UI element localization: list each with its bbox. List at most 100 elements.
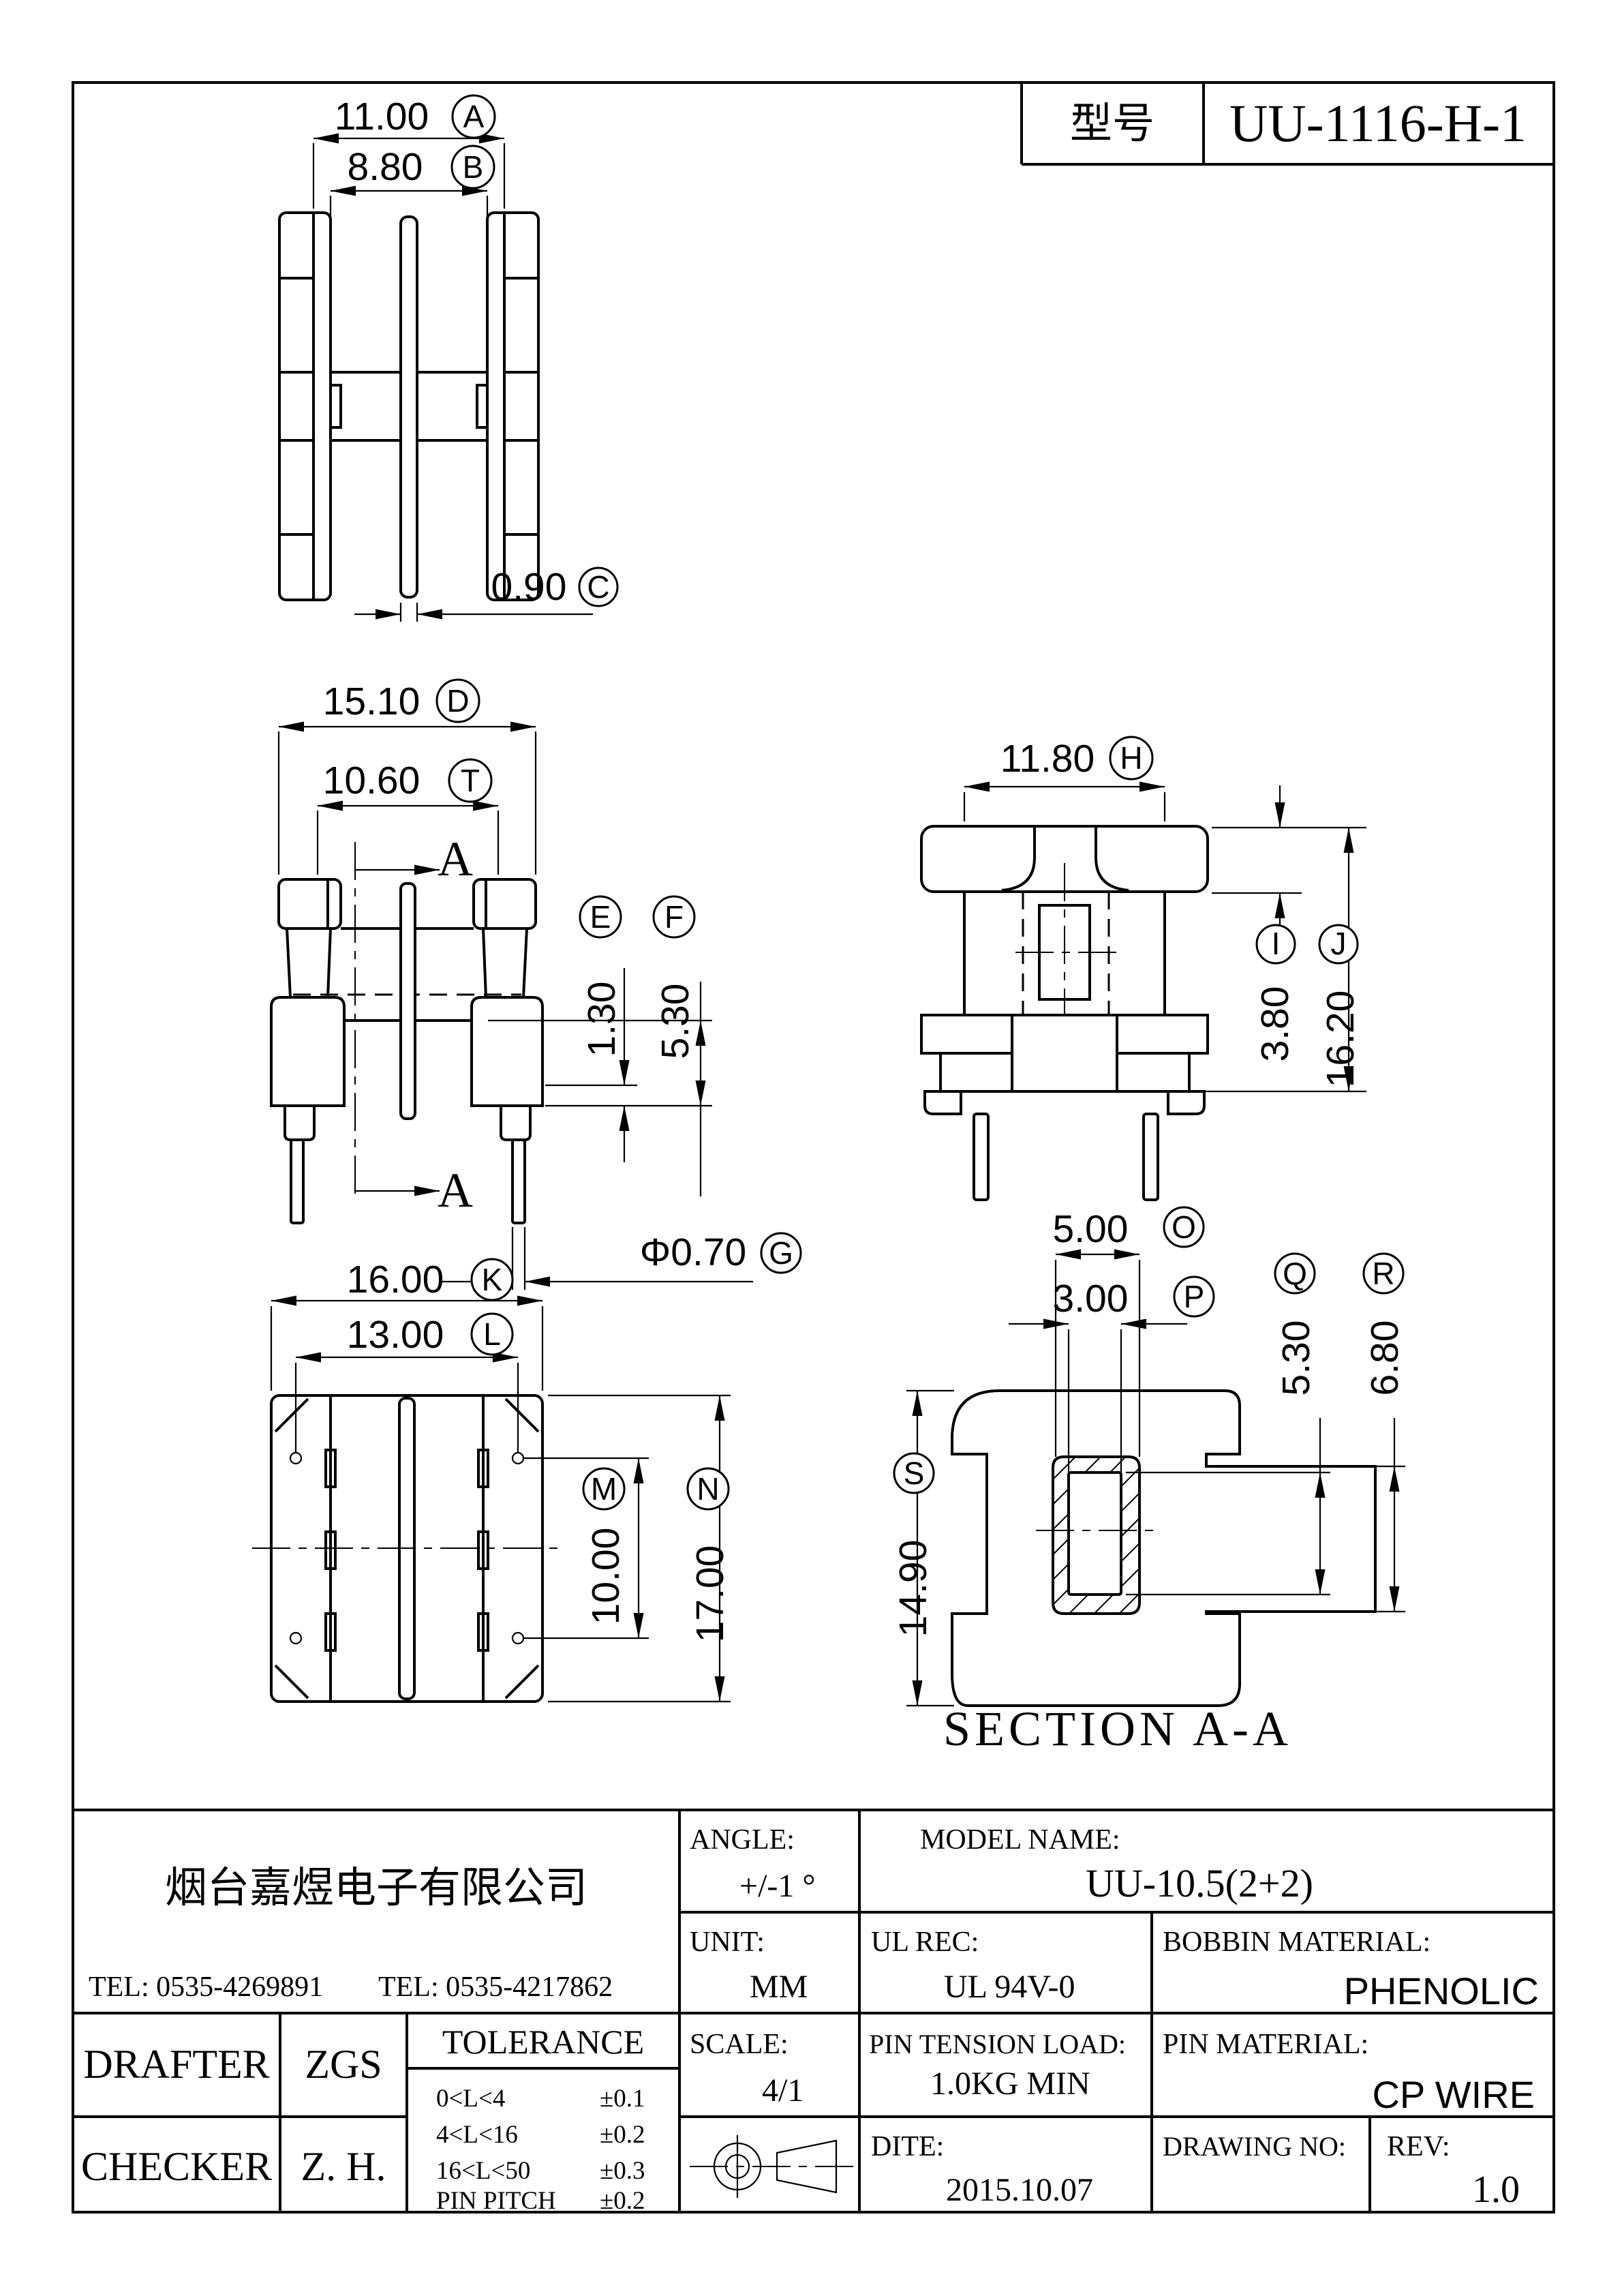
section-view: 5.00 O 3.00 P Q 5.30 R 6.80 S 14.9 [891, 1206, 1407, 1756]
tolerance-range-1: 0<L<4 [436, 2085, 505, 2113]
info-table-grid [73, 1809, 1554, 2212]
side-view-dimensions: 11.80 H I J 3.80 16.20 [963, 736, 1366, 1093]
angle-value: +/-1 ° [739, 1868, 816, 1904]
dim-a-value: 11.00 [335, 95, 429, 138]
dim-q-balloon [1274, 1252, 1316, 1295]
tolerance-value-3: ±0.3 [600, 2157, 645, 2185]
model-name-value: UU-10.5(2+2) [1086, 1861, 1313, 1905]
dim-h-letter: H [1120, 740, 1142, 776]
dim-p-balloon [1173, 1275, 1215, 1318]
dim-q-letter: Q [1283, 1256, 1307, 1291]
dim-d-balloon [435, 678, 480, 723]
bottom-view-linework [252, 1394, 562, 1703]
dim-o-letter: O [1172, 1209, 1196, 1245]
angle-label: ANGLE: [690, 1824, 795, 1856]
sheet-border [72, 81, 1555, 2214]
bobbin-material-label: BOBBIN MATERIAL: [1163, 1927, 1430, 1958]
dim-k-balloon [470, 1258, 514, 1301]
dim-h-balloon [1109, 736, 1154, 781]
dim-o-balloon [1163, 1206, 1205, 1248]
dim-b-value: 8.80 [348, 145, 423, 189]
dim-d-value: 15.10 [323, 680, 420, 723]
dim-k-letter: K [482, 1262, 503, 1297]
tolerance-range-4: PIN PITCH [436, 2187, 556, 2215]
dim-r-balloon [1362, 1252, 1405, 1295]
dim-m-value: 10.00 [584, 1528, 628, 1625]
side-view-linework [920, 825, 1209, 1201]
bottom-view-dimensions: 16.00 K 13.00 L M 10.00 N 17.00 [270, 1258, 732, 1703]
ul-rec-label: UL REC: [871, 1927, 979, 1958]
dim-a-letter: A [463, 99, 485, 134]
dim-j-balloon [1318, 924, 1359, 965]
dim-i-value: 3.80 [1253, 986, 1297, 1062]
dim-k-value: 16.00 [347, 1258, 444, 1301]
unit-label: UNIT: [690, 1927, 765, 1958]
tolerance-range-3: 16<L<50 [436, 2157, 530, 2185]
projection-symbol [690, 2135, 853, 2198]
company-tel-left: TEL: 0535-4269891 [89, 1972, 323, 2003]
tolerance-value-4: ±0.2 [600, 2187, 645, 2215]
dim-l-letter: L [483, 1316, 501, 1352]
company-tel-right: TEL: 0535-4217862 [378, 1972, 613, 2003]
date-value: 2015.10.07 [946, 2172, 1093, 2208]
bobbin-material-value: PHENOLIC [1344, 1969, 1539, 2012]
dim-j-letter: J [1331, 926, 1347, 961]
dim-p-letter: P [1184, 1279, 1205, 1314]
rev-label: REV: [1387, 2131, 1450, 2162]
dim-p-value: 3.00 [1053, 1277, 1129, 1320]
dim-n-balloon [686, 1467, 730, 1511]
tolerance-range-2: 4<L<16 [436, 2121, 518, 2149]
pin-material-label: PIN MATERIAL: [1163, 2029, 1368, 2060]
core-tube-hatched [1052, 1455, 1141, 1615]
side-view: 11.80 H I J 3.80 16.20 [920, 736, 1366, 1201]
scale-label: SCALE: [690, 2029, 789, 2060]
tolerance-rows: 0<L<4 ±0.1 4<L<16 ±0.2 16<L<50 ±0.3 PIN … [436, 2085, 645, 2215]
dim-s-letter: S [904, 1455, 925, 1491]
checker-label: CHECKER [81, 2144, 272, 2189]
dim-c-value: 0.90 [491, 565, 567, 609]
dim-d-letter: D [446, 683, 469, 719]
dim-e-value: 1.30 [580, 982, 624, 1057]
drafter-label: DRAFTER [83, 2042, 269, 2087]
dim-l-balloon [470, 1312, 514, 1356]
dim-t-balloon [448, 758, 493, 803]
model-no-value: UU-1116-H-1 [1229, 93, 1527, 153]
dim-b-letter: B [463, 149, 484, 185]
model-no-label: 型号 [1070, 100, 1154, 147]
dim-s-value: 14.90 [891, 1540, 935, 1637]
top-view-dimensions: 11.00 A 8.80 B 0.90 C [312, 94, 619, 622]
tolerance-value-1: ±0.1 [600, 2085, 645, 2113]
pin-tension-label: PIN TENSION LOAD: [869, 2029, 1126, 2059]
section-view-linework [951, 1389, 1377, 1707]
dim-b-balloon [450, 145, 495, 190]
drawing-no-label: DRAWING NO: [1163, 2131, 1346, 2162]
dim-a-balloon [451, 94, 496, 139]
front-view-linework [270, 878, 544, 1224]
dim-i-balloon [1255, 924, 1296, 965]
dim-o-value: 5.00 [1053, 1207, 1129, 1251]
dim-n-value: 17.00 [688, 1545, 732, 1643]
section-marker-top: A [438, 832, 473, 886]
top-view: 11.00 A 8.80 B 0.90 C [278, 94, 619, 622]
section-marker-bottom: A [438, 1163, 473, 1218]
section-caption: SECTION A-A [943, 1702, 1292, 1756]
scale-value: 4/1 [762, 2072, 804, 2109]
dim-c-letter: C [587, 569, 609, 605]
dim-t-letter: T [461, 763, 480, 798]
unit-value: MM [750, 1969, 808, 2005]
bottom-view: 16.00 K 13.00 L M 10.00 N 17.00 [252, 1258, 732, 1703]
tolerance-title: TOLERANCE [442, 2023, 644, 2061]
dim-m-balloon [582, 1467, 626, 1511]
dim-i-letter: I [1272, 926, 1281, 961]
rev-value: 1.0 [1472, 2169, 1520, 2211]
dim-q-value: 5.30 [1274, 1320, 1318, 1396]
dim-m-letter: M [591, 1471, 617, 1507]
pin-material-value: CP WIRE [1372, 2073, 1535, 2116]
dim-g-letter: G [769, 1235, 793, 1271]
dim-r-letter: R [1372, 1256, 1394, 1291]
checker-value: Z. H. [301, 2144, 386, 2189]
drafter-value: ZGS [305, 2042, 382, 2087]
company-name: 烟台嘉煜电子有限公司 [165, 1864, 587, 1912]
